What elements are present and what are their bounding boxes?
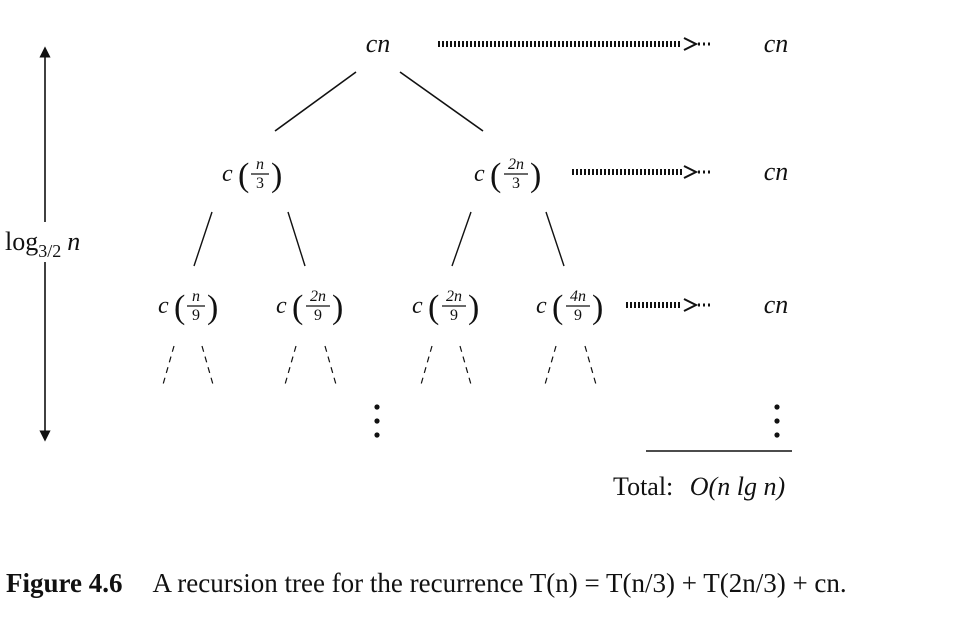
- svg-text:2n: 2n: [446, 288, 462, 305]
- svg-text:c: c: [222, 161, 233, 187]
- svg-text:9: 9: [192, 307, 200, 324]
- level-cost-2: cn: [764, 290, 789, 319]
- level-arrow-0: [438, 37, 712, 51]
- svg-text:3: 3: [512, 175, 520, 192]
- svg-text:c: c: [474, 161, 485, 187]
- svg-text:(: (: [292, 289, 303, 326]
- total-line: Total: O(n lg n): [613, 472, 785, 501]
- edge-l1left-b: [287, 211, 306, 267]
- svg-text:(: (: [490, 157, 501, 194]
- svg-text:c: c: [276, 293, 287, 319]
- svg-text:c: c: [158, 293, 169, 319]
- svg-text:(: (: [552, 289, 563, 326]
- node-level2-2: c ( 2n 9 ): [276, 288, 343, 326]
- svg-text:2n: 2n: [508, 156, 524, 173]
- node-level2-3: c ( 2n 9 ): [412, 288, 479, 326]
- svg-text:): ): [207, 289, 218, 326]
- node-level1-left: c ( n 3 ): [222, 156, 282, 194]
- svg-text:9: 9: [314, 307, 322, 324]
- svg-text:n: n: [256, 156, 264, 173]
- node-level1-right: c ( 2n 3 ): [474, 156, 541, 194]
- edge-root-right: [399, 71, 484, 132]
- svg-text:4n: 4n: [570, 288, 586, 305]
- svg-text:9: 9: [450, 307, 458, 324]
- svg-text:): ): [530, 157, 541, 194]
- svg-text:2n: 2n: [310, 288, 326, 305]
- node-level2-4: c ( 4n 9 ): [536, 288, 603, 326]
- svg-text:9: 9: [574, 307, 582, 324]
- svg-text:): ): [271, 157, 282, 194]
- figure-label: Figure 4.6: [6, 568, 123, 598]
- node-level2-1: c ( n 9 ): [158, 288, 218, 326]
- svg-text:(: (: [174, 289, 185, 326]
- svg-text:): ): [592, 289, 603, 326]
- edge-l1left-a: [193, 211, 213, 267]
- cost-vertical-ellipsis: [774, 404, 780, 438]
- level-arrow-1: [572, 165, 712, 179]
- level-cost-0: cn: [764, 29, 789, 58]
- figure-caption-text: A recursion tree for the recurrence T(n)…: [152, 568, 847, 598]
- svg-text:): ): [332, 289, 343, 326]
- figure-caption: Figure 4.6 A recursion tree for the recur…: [6, 568, 847, 599]
- svg-text:c: c: [412, 293, 423, 319]
- continuation-edges: [161, 345, 598, 389]
- root-node: cn: [366, 29, 391, 58]
- tree-vertical-ellipsis: [374, 404, 380, 438]
- level-cost-1: cn: [764, 157, 789, 186]
- edge-root-left: [274, 71, 357, 132]
- svg-text:3: 3: [256, 175, 264, 192]
- svg-text:n: n: [192, 288, 200, 305]
- svg-text:c: c: [536, 293, 547, 319]
- edge-l1right-b: [545, 211, 565, 267]
- svg-text:): ): [468, 289, 479, 326]
- level-arrow-2: [626, 298, 712, 312]
- edge-l1right-a: [451, 211, 472, 267]
- svg-text:(: (: [428, 289, 439, 326]
- svg-text:(: (: [238, 157, 249, 194]
